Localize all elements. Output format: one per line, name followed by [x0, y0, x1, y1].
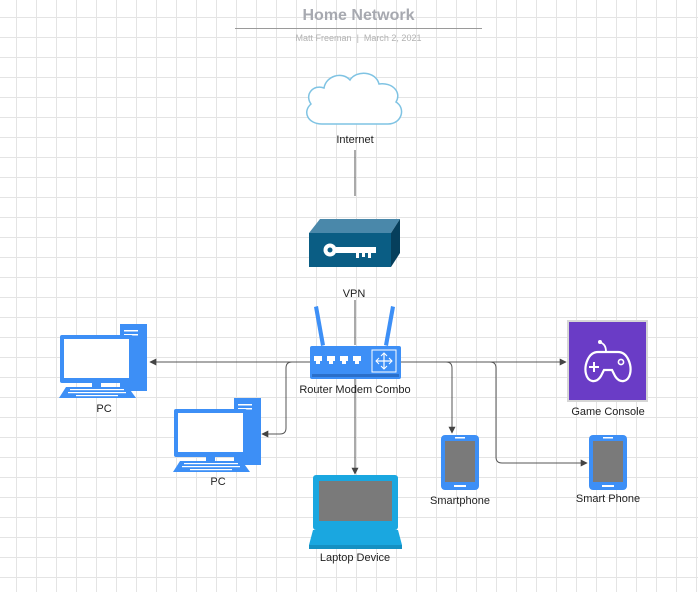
- smart-phone-label: Smart Phone: [575, 493, 641, 505]
- smartphone-label: Smartphone: [430, 495, 490, 507]
- desktop-pc-icon[interactable]: [173, 398, 261, 472]
- laptop-icon[interactable]: [309, 475, 402, 549]
- diagram-subtitle: Matt Freeman | March 2, 2021: [235, 33, 482, 43]
- game-console-label: Game Console: [571, 406, 645, 418]
- diagram-title: Home Network: [302, 7, 415, 24]
- date: March 2, 2021: [363, 33, 422, 43]
- connector-router-pc2[interactable]: [261, 361, 318, 438]
- desktop-pc-icon[interactable]: [59, 324, 147, 398]
- pc2-label: PC: [210, 476, 226, 488]
- smartphone-icon[interactable]: [589, 435, 627, 490]
- smartphone-icon[interactable]: [441, 435, 479, 490]
- router-icon[interactable]: [310, 306, 401, 379]
- subtitle-separator: |: [356, 33, 359, 43]
- vpn-key-icon[interactable]: [309, 219, 400, 267]
- internet-label: Internet: [336, 134, 374, 146]
- router-label: Router Modem Combo: [299, 384, 411, 396]
- laptop-label: Laptop Device: [319, 552, 391, 564]
- cloud-icon[interactable]: [306, 72, 403, 125]
- title-divider: [235, 28, 482, 29]
- connector-router-smart-phone[interactable]: [489, 361, 588, 467]
- connector-router-smartphone[interactable]: [445, 361, 456, 434]
- author: Matt Freeman: [295, 33, 352, 43]
- gamepad-icon[interactable]: [567, 320, 648, 402]
- vpn-label: VPN: [342, 288, 366, 300]
- connectors: [149, 150, 588, 475]
- pc1-label: PC: [96, 403, 112, 415]
